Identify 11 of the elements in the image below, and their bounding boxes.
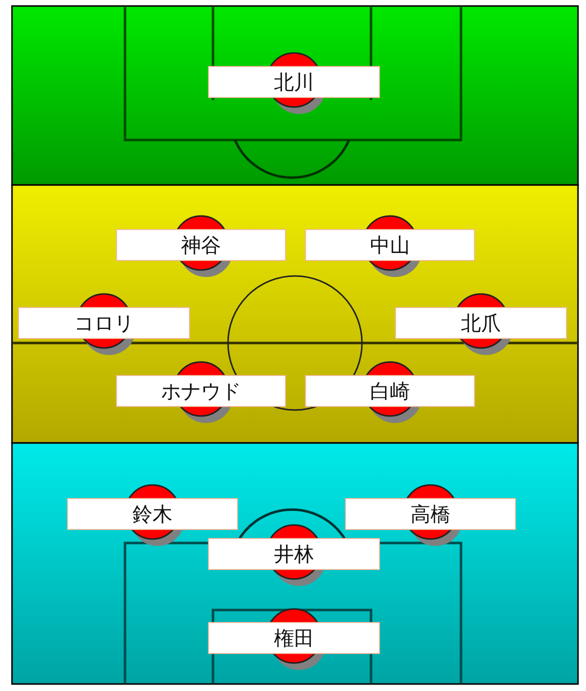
player-name-label: コロリ [18, 307, 190, 339]
player-name-label: 北川 [208, 66, 380, 98]
player-name-label: 高橋 [345, 498, 516, 530]
player-name-label: ホナウド [116, 375, 286, 407]
player-name-label: 井林 [208, 538, 380, 570]
player-name-label: 神谷 [116, 229, 286, 261]
player-name-label: 白崎 [305, 375, 475, 407]
player-name-label: 鈴木 [67, 498, 238, 530]
player-name-label: 権田 [208, 622, 380, 654]
player-name-label: 北爪 [395, 307, 567, 339]
player-name-label: 中山 [305, 229, 475, 261]
